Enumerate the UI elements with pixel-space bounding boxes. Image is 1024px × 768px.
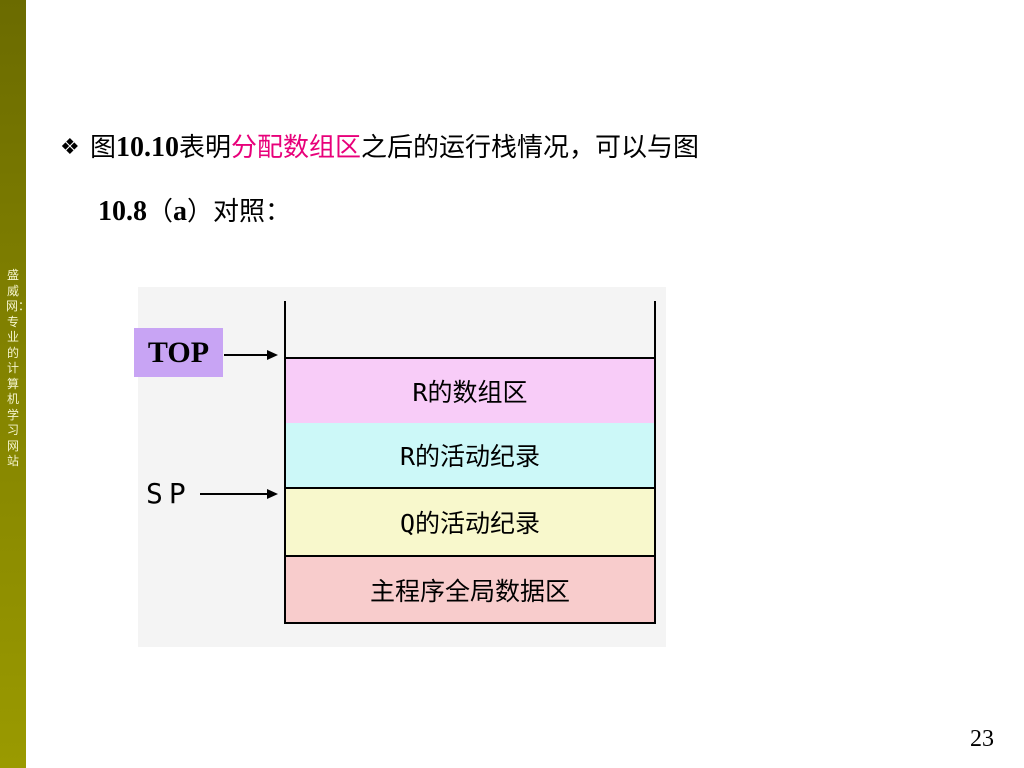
stack-cell-r-record: R的活动纪录 (284, 423, 656, 489)
stack-free-right-edge (654, 301, 656, 359)
page-number: 23 (970, 726, 994, 752)
heading-rest-line1: 之后的运行栈情况，可以与图 (361, 133, 700, 163)
heading-line2-number: 10.8 (98, 196, 147, 227)
diamond-bullet-icon: ❖ (60, 135, 80, 160)
heading-line2-paren: （ (147, 197, 174, 227)
top-pointer-label: TOP (134, 328, 223, 377)
runtime-stack-figure: TOP SP R的数组区 R的活动纪录 Q的活动纪录 主程序全局数据区 (134, 287, 666, 647)
stack-cell-q-record: Q的活动纪录 (284, 489, 656, 557)
heading-line2-letter: a (173, 196, 188, 227)
sp-pointer-label: SP (146, 477, 192, 510)
heading-figure-ref: 10.10 (116, 132, 180, 163)
runtime-stack: R的数组区 R的活动纪录 Q的活动纪录 主程序全局数据区 (284, 301, 656, 630)
heading-line2-rest: ）对照： (187, 197, 292, 227)
stack-cell-global-data: 主程序全局数据区 (284, 557, 656, 624)
top-arrow-icon (224, 350, 278, 360)
heading-verb: 表明 (179, 133, 232, 163)
sidebar-band: 盛威网：专业的计算机学习网站 (0, 0, 31, 768)
slide-heading: ❖ 图10.10表明分配数组区之后的运行栈情况，可以与图 10.8（a）对照： (60, 116, 920, 244)
stack-free-left-edge (284, 301, 286, 359)
sp-arrow-icon (200, 489, 278, 499)
heading-prefix: 图 (90, 133, 117, 163)
stack-cell-r-array: R的数组区 (284, 357, 656, 425)
heading-highlight: 分配数组区 (231, 133, 362, 163)
sidebar-site-text: 盛威网：专业的计算机学习网站 (6, 268, 31, 468)
heading-line2: 10.8（a）对照： (60, 180, 920, 244)
